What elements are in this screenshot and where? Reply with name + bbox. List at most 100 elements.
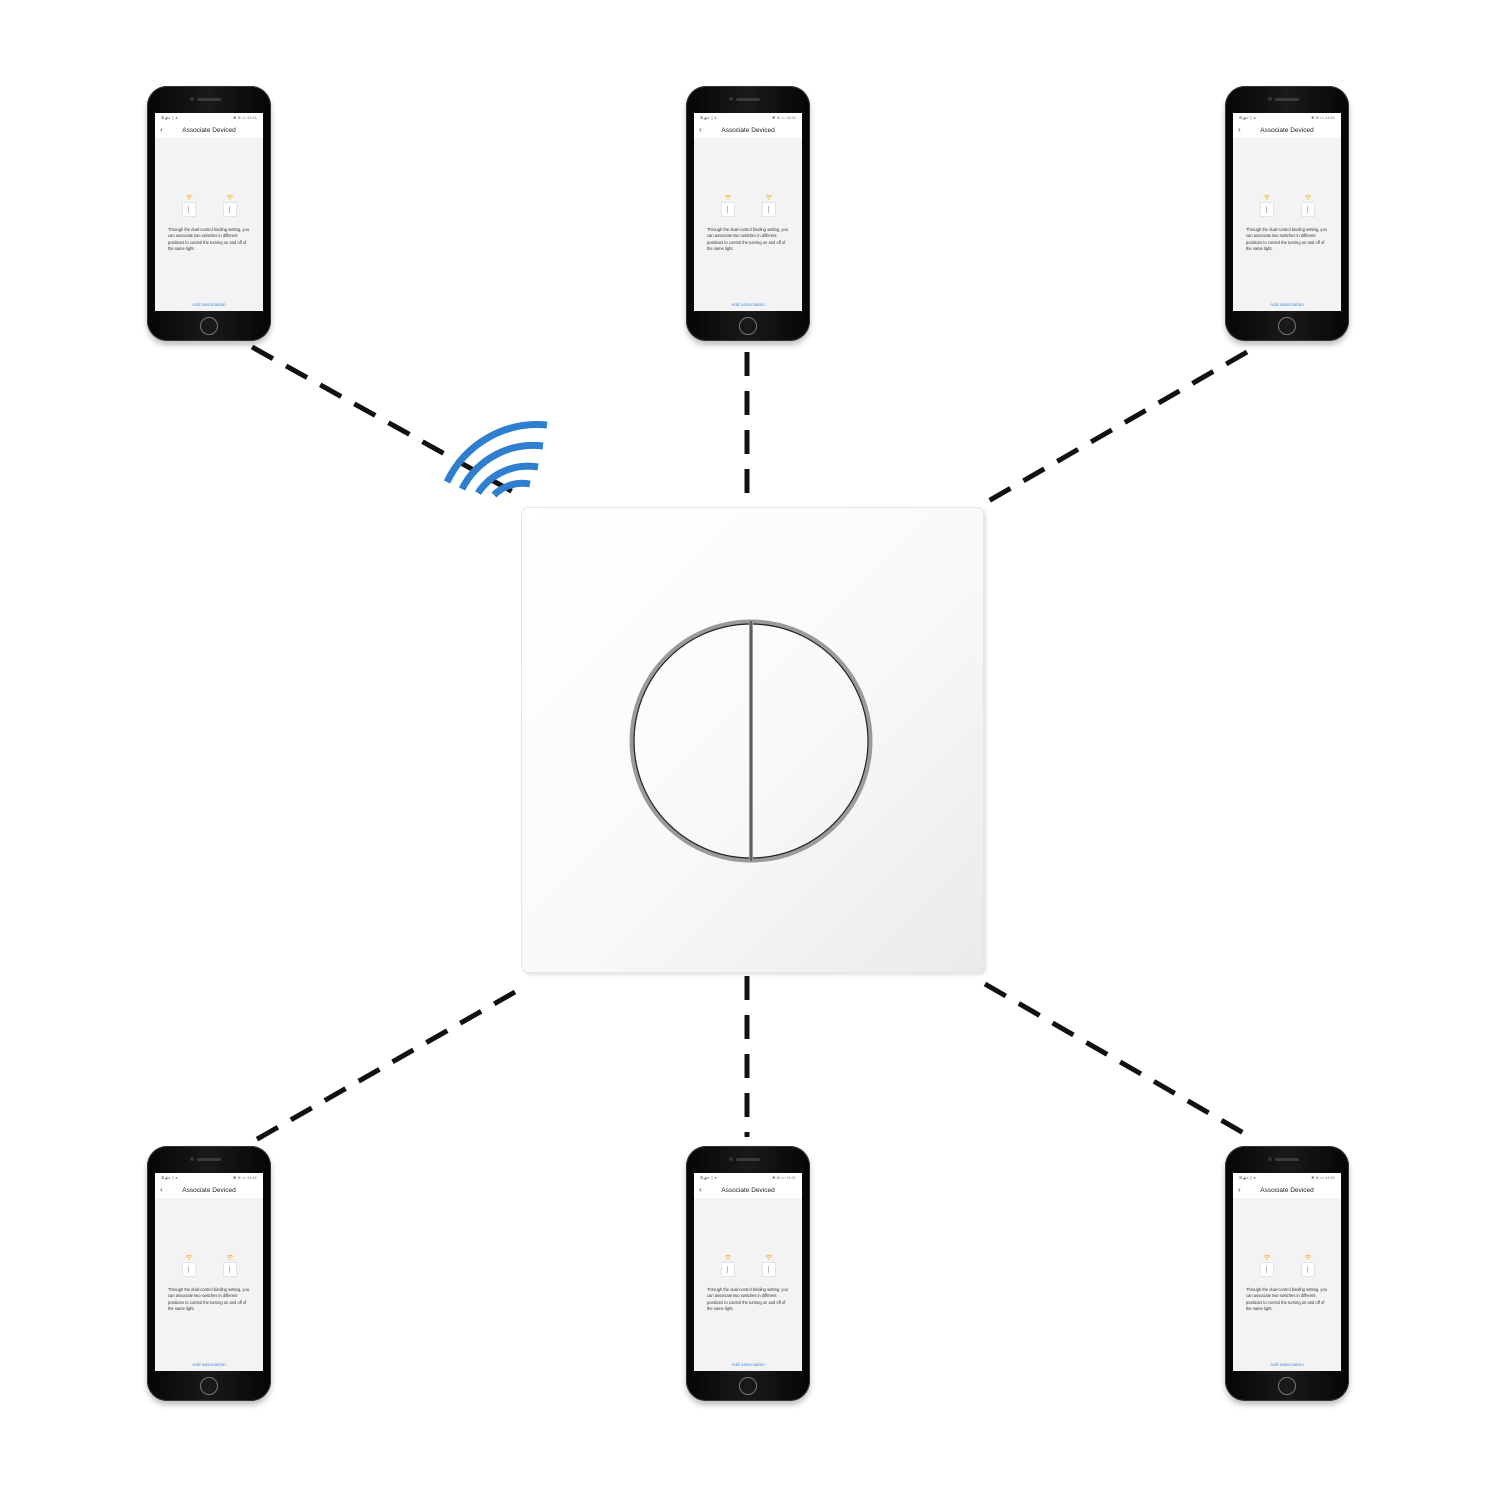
screen-title: Associate Deviced [1260, 1186, 1314, 1194]
home-button[interactable] [200, 317, 218, 335]
wifi-icon [765, 194, 772, 200]
home-button[interactable] [1278, 1377, 1296, 1395]
switch-illustration [155, 194, 263, 217]
screen-title: Associate Deviced [182, 126, 236, 134]
description-text: Through the dual-control binding setting… [1246, 227, 1328, 252]
status-icons-left: ⊠◢⊿ ▯ ● [1239, 115, 1256, 120]
mini-switch [761, 194, 776, 217]
switch-illustration [694, 194, 802, 217]
home-button[interactable] [739, 1377, 757, 1395]
switch-plate-icon [1300, 202, 1315, 217]
app-header: ‹ Associate Deviced [694, 1182, 802, 1198]
status-icons-right: ✱ ⊗ ▭ 14:51 [772, 115, 796, 120]
phone-camera [1268, 1157, 1272, 1161]
right-rocker-button[interactable] [754, 625, 870, 857]
switch-plate-icon [720, 202, 735, 217]
app-header: ‹ Associate Deviced [155, 1182, 263, 1198]
description-text: Through the dual-control binding setting… [707, 227, 789, 252]
screen-title: Associate Deviced [1260, 126, 1314, 134]
switch-plate-icon [1300, 1262, 1315, 1277]
add-association-link[interactable]: Add association [731, 1363, 765, 1368]
wifi-icon [226, 194, 233, 200]
phone-speaker [1275, 98, 1299, 101]
phone: ⊠◢⊿ ▯ ● ✱ ⊗ ▭ 14:51 ‹ Associate Deviced … [686, 1146, 810, 1401]
phone-speaker [1275, 1158, 1299, 1161]
chevron-left-icon[interactable]: ‹ [699, 125, 702, 134]
chevron-left-icon[interactable]: ‹ [1238, 1185, 1241, 1194]
dash-line-top-left [250, 344, 517, 496]
wifi-icon [185, 1254, 192, 1260]
phone-camera [729, 1157, 733, 1161]
switch-plate-icon [222, 1262, 237, 1277]
description-text: Through the dual-control binding setting… [168, 1287, 250, 1312]
switch-plate-icon [761, 1262, 776, 1277]
wifi-icon [226, 1254, 233, 1260]
mini-switch [1300, 1254, 1315, 1277]
phone: ⊠◢⊿ ▯ ● ✱ ⊗ ▭ 14:51 ‹ Associate Deviced … [147, 1146, 271, 1401]
phone-speaker [197, 98, 221, 101]
phone-camera [190, 1157, 194, 1161]
status-icons-right: ✱ ⊗ ▭ 14:51 [1311, 115, 1335, 120]
mini-switch [720, 194, 735, 217]
wifi-icon [1304, 1254, 1311, 1260]
phone-camera [1268, 97, 1272, 101]
dash-line-bottom-left [250, 989, 517, 1145]
chevron-left-icon[interactable]: ‹ [160, 1185, 163, 1194]
status-icons-right: ✱ ⊗ ▭ 14:51 [1311, 1175, 1335, 1180]
screen-title: Associate Deviced [721, 126, 775, 134]
mini-switch [181, 1254, 196, 1277]
app-header: ‹ Associate Deviced [1233, 1182, 1341, 1198]
screen-title: Associate Deviced [721, 1186, 775, 1194]
switch-plate-icon [181, 1262, 196, 1277]
chevron-left-icon[interactable]: ‹ [1238, 125, 1241, 134]
phone-screen: ⊠◢⊿ ▯ ● ✱ ⊗ ▭ 14:51 ‹ Associate Deviced … [1233, 113, 1341, 311]
status-icons-right: ✱ ⊗ ▭ 14:51 [772, 1175, 796, 1180]
wall-switch-panel [521, 507, 984, 973]
home-button[interactable] [739, 317, 757, 335]
mini-switch [761, 1254, 776, 1277]
switch-plate-icon [181, 202, 196, 217]
status-bar: ⊠◢⊿ ▯ ● ✱ ⊗ ▭ 14:51 [155, 113, 263, 122]
add-association-link[interactable]: Add association [192, 1363, 226, 1368]
chevron-left-icon[interactable]: ‹ [699, 1185, 702, 1194]
description-text: Through the dual-control binding setting… [707, 1287, 789, 1312]
wifi-icon [724, 194, 731, 200]
mini-switch [1259, 1254, 1274, 1277]
wifi-icon [1263, 1254, 1270, 1260]
switch-illustration [694, 1254, 802, 1277]
status-icons-left: ⊠◢⊿ ▯ ● [700, 1175, 717, 1180]
wifi-icon [765, 1254, 772, 1260]
chevron-left-icon[interactable]: ‹ [160, 125, 163, 134]
switch-plate-icon [761, 202, 776, 217]
add-association-link[interactable]: Add association [731, 303, 765, 308]
home-button[interactable] [200, 1377, 218, 1395]
wireless-signal-icon [443, 421, 548, 498]
switch-plate-icon [1259, 1262, 1274, 1277]
phone: ⊠◢⊿ ▯ ● ✱ ⊗ ▭ 14:51 ‹ Associate Deviced … [686, 86, 810, 341]
status-icons-right: ✱ ⊗ ▭ 14:51 [233, 115, 257, 120]
phone-screen: ⊠◢⊿ ▯ ● ✱ ⊗ ▭ 14:51 ‹ Associate Deviced … [155, 1173, 263, 1371]
wifi-icon [185, 194, 192, 200]
phone: ⊠◢⊿ ▯ ● ✱ ⊗ ▭ 14:51 ‹ Associate Deviced … [1225, 1146, 1349, 1401]
status-icons-left: ⊠◢⊿ ▯ ● [1239, 1175, 1256, 1180]
mini-switch [222, 194, 237, 217]
add-association-link[interactable]: Add association [1270, 303, 1304, 308]
phone: ⊠◢⊿ ▯ ● ✱ ⊗ ▭ 14:51 ‹ Associate Deviced … [1225, 86, 1349, 341]
left-rocker-button[interactable] [632, 625, 748, 857]
mini-switch [181, 194, 196, 217]
phone-speaker [736, 1158, 760, 1161]
status-icons-left: ⊠◢⊿ ▯ ● [161, 1175, 178, 1180]
add-association-link[interactable]: Add association [192, 303, 226, 308]
switch-plate-icon [1259, 202, 1274, 217]
add-association-link[interactable]: Add association [1270, 1363, 1304, 1368]
status-bar: ⊠◢⊿ ▯ ● ✱ ⊗ ▭ 14:51 [155, 1173, 263, 1182]
mini-switch [720, 1254, 735, 1277]
home-button[interactable] [1278, 317, 1296, 335]
screen-title: Associate Deviced [182, 1186, 236, 1194]
phone-speaker [197, 1158, 221, 1161]
phone-speaker [736, 98, 760, 101]
status-icons-left: ⊠◢⊿ ▯ ● [161, 115, 178, 120]
wifi-icon [1263, 194, 1270, 200]
switch-button-ring [629, 619, 873, 863]
